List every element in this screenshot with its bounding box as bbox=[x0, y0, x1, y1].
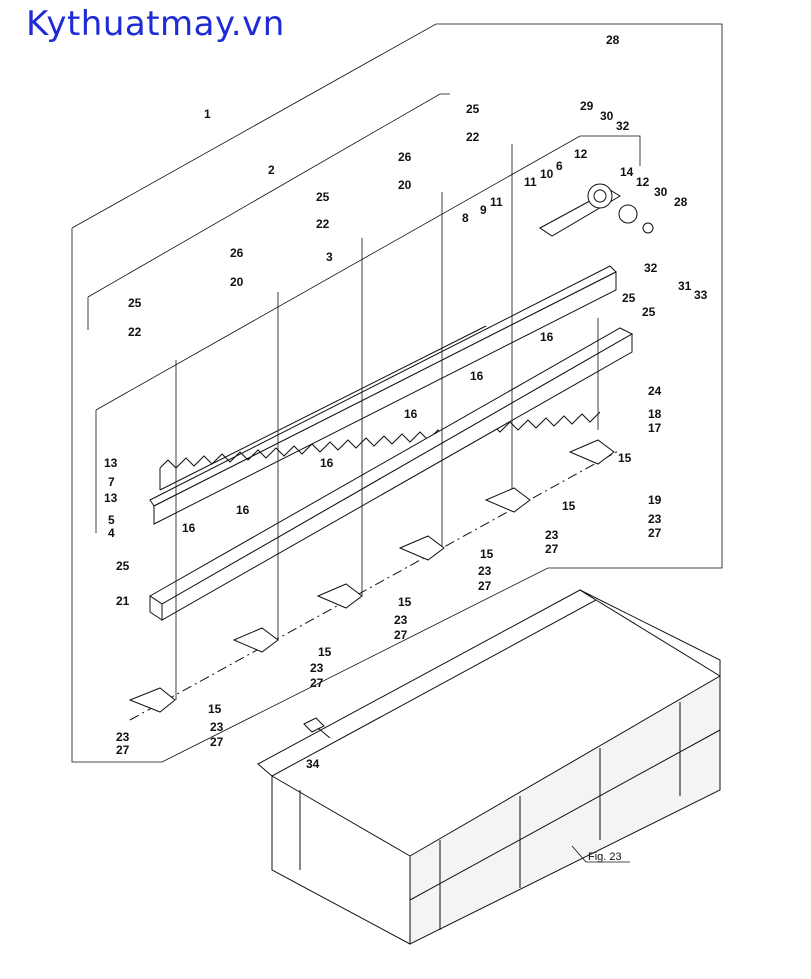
callout-25: 25 bbox=[466, 102, 480, 116]
callout-25-6: 25 bbox=[116, 559, 130, 573]
callout-25-5: 25 bbox=[642, 305, 656, 319]
callout-11: 11 bbox=[524, 175, 537, 189]
callout-30: 30 bbox=[600, 109, 614, 123]
knife-head bbox=[539, 183, 654, 237]
callout-25-3: 25 bbox=[128, 296, 142, 310]
callout-8: 8 bbox=[462, 211, 469, 225]
callout-22-2: 22 bbox=[316, 217, 330, 231]
callout-12-2: 12 bbox=[636, 175, 650, 189]
callout-1: 1 bbox=[204, 107, 211, 121]
callout-27-2: 27 bbox=[545, 542, 559, 556]
callout-33: 33 bbox=[694, 288, 708, 302]
bolt-34 bbox=[303, 717, 331, 739]
guard-bar-rail bbox=[149, 327, 634, 621]
callout-10: 10 bbox=[540, 167, 554, 181]
callout-23-2: 23 bbox=[545, 528, 559, 542]
callout-13: 13 bbox=[104, 456, 118, 470]
watermark-text: Kythuatmay.vn bbox=[26, 4, 285, 44]
callout-23: 23 bbox=[648, 512, 662, 526]
callout-16-5: 16 bbox=[236, 503, 250, 517]
callout-16-3: 16 bbox=[404, 407, 418, 421]
callout-23-5: 23 bbox=[310, 661, 324, 675]
callout-23-6: 23 bbox=[210, 720, 224, 734]
assembly-boundary-2 bbox=[87, 93, 450, 298]
callout-16: 16 bbox=[540, 330, 554, 344]
callout-25-4: 25 bbox=[622, 291, 636, 305]
callout-5: 5 bbox=[108, 513, 115, 527]
callout-16-6: 16 bbox=[182, 521, 196, 535]
callout-27-5: 27 bbox=[310, 676, 324, 690]
callout-14: 14 bbox=[620, 165, 634, 179]
callout-27-4: 27 bbox=[394, 628, 408, 642]
callout-27: 27 bbox=[648, 526, 662, 540]
callout-15: 15 bbox=[618, 451, 632, 465]
callout-4: 4 bbox=[108, 526, 115, 540]
callout-16-4: 16 bbox=[320, 456, 334, 470]
figure-ref-label: Fig. 23 bbox=[588, 851, 622, 863]
callout-13-2: 13 bbox=[104, 491, 118, 505]
callout-24: 24 bbox=[648, 384, 662, 398]
callout-11-2: 11 bbox=[490, 195, 503, 209]
callout-12: 12 bbox=[574, 147, 588, 161]
callout-26: 26 bbox=[398, 150, 412, 164]
callout-15-4: 15 bbox=[398, 595, 412, 609]
callout-26-2: 26 bbox=[230, 246, 244, 260]
callout-3: 3 bbox=[326, 250, 333, 264]
callout-23-4: 23 bbox=[394, 613, 408, 627]
header-frame bbox=[257, 589, 721, 945]
callout-25-2: 25 bbox=[316, 190, 330, 204]
assembly-boundary-1 bbox=[71, 23, 723, 763]
callout-20-2: 20 bbox=[230, 275, 244, 289]
callout-34: 34 bbox=[306, 757, 320, 771]
callout-22: 22 bbox=[466, 130, 480, 144]
callout-31: 31 bbox=[678, 279, 692, 293]
guard-set bbox=[128, 439, 615, 713]
callout-15-5: 15 bbox=[318, 645, 332, 659]
callout-2: 2 bbox=[268, 163, 275, 177]
callout-32: 32 bbox=[616, 119, 630, 133]
callout-15-2: 15 bbox=[562, 499, 576, 513]
callout-22-3: 22 bbox=[128, 325, 142, 339]
callout-17: 17 bbox=[648, 421, 662, 435]
callout-15-6: 15 bbox=[208, 702, 222, 716]
callout-9: 9 bbox=[480, 203, 487, 217]
callout-28-2: 28 bbox=[674, 195, 688, 209]
callout-16-2: 16 bbox=[470, 369, 484, 383]
callout-21: 21 bbox=[116, 594, 130, 608]
callout-27-3: 27 bbox=[478, 579, 492, 593]
callout-28: 28 bbox=[606, 33, 620, 47]
callout-18: 18 bbox=[648, 407, 662, 421]
callout-23-3: 23 bbox=[478, 564, 492, 578]
callout-15-3: 15 bbox=[480, 547, 494, 561]
callout-23-7: 23 bbox=[116, 730, 130, 744]
callout-27-6: 27 bbox=[210, 735, 224, 749]
callout-20: 20 bbox=[398, 178, 412, 192]
callout-labels: 1234567891011111212131314151515151515161… bbox=[104, 33, 708, 771]
callout-27-7: 27 bbox=[116, 743, 130, 757]
callout-19: 19 bbox=[648, 493, 662, 507]
knife-bar bbox=[149, 265, 617, 525]
callout-32-2: 32 bbox=[644, 261, 658, 275]
callout-7: 7 bbox=[108, 475, 115, 489]
callout-6: 6 bbox=[556, 159, 563, 173]
assembly-boundary-3 bbox=[95, 135, 641, 411]
callout-30-2: 30 bbox=[654, 185, 668, 199]
callout-29: 29 bbox=[580, 99, 594, 113]
